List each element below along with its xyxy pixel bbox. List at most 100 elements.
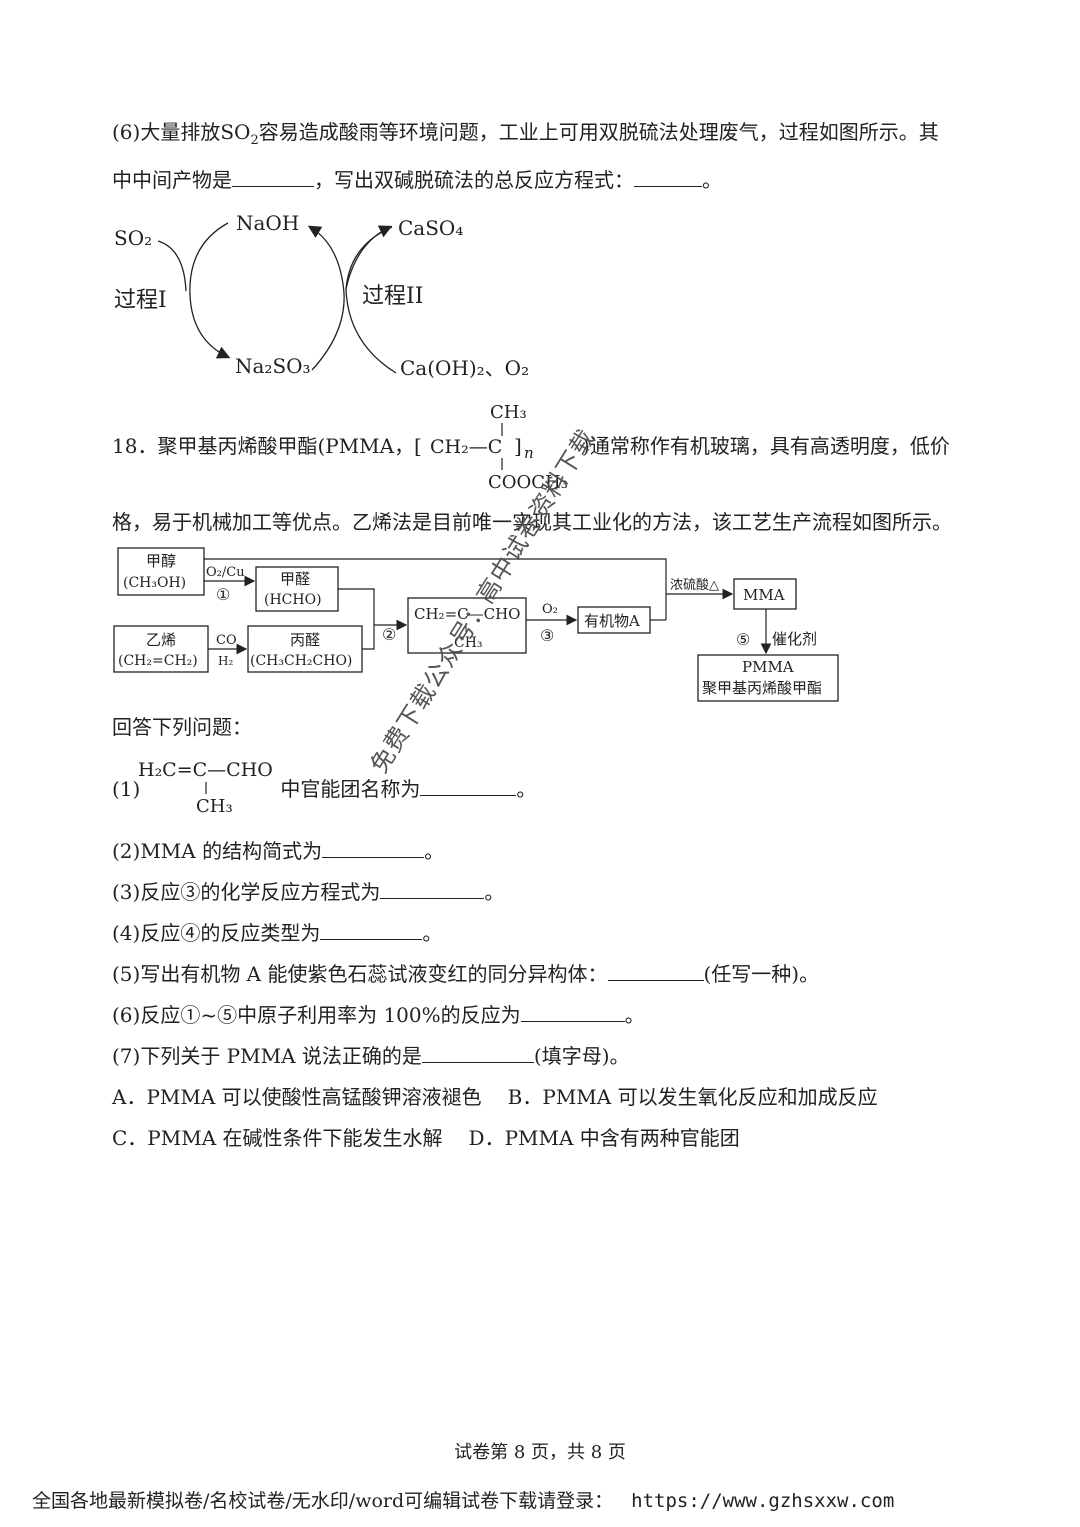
step-3-label: ③ bbox=[540, 626, 554, 645]
svg-text:(HCHO): (HCHO) bbox=[264, 592, 322, 608]
pmma-process-flowchart: 甲醇 (CH₃OH) 甲醛 (HCHO) 乙烯 (CH₂=CH₂) 丙醛 (CH… bbox=[113, 547, 839, 702]
process-2-label: 过程II bbox=[362, 284, 423, 309]
polymer-methyl: CH₃ bbox=[490, 402, 527, 423]
process-1-arc bbox=[189, 222, 231, 359]
subq-2-text: (2)MMA 的结构简式为 bbox=[112, 839, 323, 863]
caso4-label: CaSO₄ bbox=[398, 216, 463, 240]
options-cd: C．PMMA 在碱性条件下能发生水解 D．PMMA 中含有两种官能团 bbox=[112, 1124, 740, 1152]
answer-blank[interactable] bbox=[634, 168, 702, 187]
subq-5: (5)写出有机物 A 能使紫色石蕊试液变红的同分异构体： (任写一种)。 bbox=[112, 960, 819, 988]
svg-text:PMMA: PMMA bbox=[742, 658, 794, 676]
subq-3: (3)反应③的化学反应方程式为。 bbox=[112, 878, 504, 906]
q6-text-pre: (6)大量排放 bbox=[112, 120, 221, 144]
svg-text:丙醛: 丙醛 bbox=[290, 631, 320, 649]
process-1-label: 过程I bbox=[114, 288, 167, 313]
h2-label: H₂ bbox=[218, 654, 233, 668]
catalyst-label: 催化剂 bbox=[772, 630, 817, 648]
mma-box: MMA bbox=[733, 578, 797, 610]
naoh-label: NaOH bbox=[236, 211, 299, 235]
o2-label: O₂ bbox=[542, 602, 558, 617]
svg-text:甲醇: 甲醇 bbox=[146, 552, 176, 570]
formaldehyde-connector bbox=[338, 588, 375, 625]
option-a[interactable]: A．PMMA 可以使酸性高锰酸钾溶液褪色 bbox=[112, 1085, 482, 1109]
svg-text:乙烯: 乙烯 bbox=[146, 631, 176, 649]
pmma-box: PMMA 聚甲基丙烯酸甲酯 bbox=[697, 654, 839, 702]
methacrolein-main: H₂C=C—CHO bbox=[138, 759, 273, 781]
formaldehyde-box: 甲醛 (HCHO) bbox=[255, 566, 339, 612]
bottom-banner-url[interactable]: https://www.gzhsxxw.com bbox=[631, 1490, 895, 1512]
subq-6-end: 。 bbox=[624, 1003, 645, 1027]
svg-text:MMA: MMA bbox=[743, 586, 785, 604]
subq-7: (7)下列关于 PMMA 说法正确的是 (填字母)。 bbox=[112, 1042, 630, 1070]
svg-text:甲醛: 甲醛 bbox=[280, 570, 310, 588]
subq-4-end: 。 bbox=[422, 921, 443, 945]
pmma-polymer-structure: CH₃ [ CH₂—C ] n COOCH₃ bbox=[414, 402, 568, 493]
ethylene-box: 乙烯 (CH₂=CH₂) bbox=[113, 625, 209, 673]
bottom-banner-text: 全国各地最新模拟卷/名校试卷/无水印/word可编辑试卷下载请登录： bbox=[32, 1490, 614, 1512]
double-alkali-cycle-diagram: SO₂ NaOH Na₂SO₃ CaSO₄ Ca(OH)₂、O₂ 过程I 过程I… bbox=[114, 211, 529, 380]
answer-blank[interactable] bbox=[421, 1044, 534, 1063]
so2-formula: SO bbox=[220, 120, 251, 144]
subq-5-end: (任写一种)。 bbox=[703, 962, 820, 986]
h2so4-label: 浓硫酸△ bbox=[670, 578, 719, 593]
page-footer: 试卷第 8 页，共 8 页 bbox=[454, 1442, 626, 1463]
co-label: CO bbox=[216, 633, 237, 648]
polymer-ester: COOCH₃ bbox=[488, 472, 568, 493]
propanal-box: 丙醛 (CH₃CH₂CHO) bbox=[247, 625, 363, 673]
answer-blank[interactable] bbox=[232, 168, 314, 187]
answer-blank[interactable] bbox=[420, 777, 517, 796]
subq-1-num: (1) bbox=[112, 777, 141, 801]
answer-blank[interactable] bbox=[607, 962, 704, 981]
q6-line2-a: 中中间产物是 bbox=[112, 168, 232, 192]
q18-intro-pre: 18．聚甲基丙烯酸甲酯(PMMA， bbox=[112, 434, 415, 458]
polymer-bracket-right: ] bbox=[514, 434, 522, 458]
step-1-label: ① bbox=[216, 585, 230, 604]
q6-line2-c: 。 bbox=[702, 168, 722, 192]
subq-6: (6)反应①~⑤中原子利用率为 100%的反应为 。 bbox=[112, 1001, 645, 1029]
answer-prompt: 回答下列问题： bbox=[112, 715, 252, 739]
subq-2-end: 。 bbox=[424, 839, 445, 863]
svg-text:(CH₃OH): (CH₃OH) bbox=[123, 575, 186, 591]
q18-line-2: 格，易于机械加工等优点。乙烯法是目前唯一实现其工业化的方法，该工艺生产流程如图所… bbox=[112, 510, 952, 534]
so2-subscript: 2 bbox=[250, 133, 259, 148]
subq-7-end: (填字母)。 bbox=[533, 1044, 630, 1068]
methacrolein-structure: H₂C=C—CHO CH₃ bbox=[138, 759, 273, 817]
svg-text:有机物A: 有机物A bbox=[584, 612, 640, 630]
svg-text:CH₃: CH₃ bbox=[454, 635, 483, 651]
o2cu-label: O₂/Cu bbox=[206, 565, 245, 580]
subq-7-text: (7)下列关于 PMMA 说法正确的是 bbox=[112, 1044, 422, 1068]
option-c[interactable]: C．PMMA 在碱性条件下能发生水解 bbox=[112, 1126, 443, 1150]
answer-blank[interactable] bbox=[320, 921, 423, 940]
q6-line-1: (6)大量排放SO2容易造成酸雨等环境问题，工业上可用双脱硫法处理废气，过程如图… bbox=[112, 118, 939, 155]
methanol-to-mma-line bbox=[204, 558, 734, 600]
subq-3-end: 。 bbox=[484, 880, 505, 904]
subq-1-end: 。 bbox=[516, 777, 537, 801]
answer-blank[interactable] bbox=[520, 1003, 625, 1022]
q6-text-post: 容易造成酸雨等环境问题，工业上可用双脱硫法处理废气，过程如图所示。其 bbox=[258, 120, 939, 144]
option-d[interactable]: D．PMMA 中含有两种官能团 bbox=[468, 1126, 740, 1150]
so2-label: SO₂ bbox=[114, 226, 152, 250]
q6-line-2: 中中间产物是，写出双碱脱硫法的总反应方程式：。 bbox=[112, 166, 722, 194]
subq-1-text: 中官能团名称为 bbox=[280, 777, 421, 801]
option-b[interactable]: B．PMMA 可以发生氧化反应和加成反应 bbox=[507, 1085, 878, 1109]
subq-4-text: (4)反应④的反应类型为 bbox=[112, 921, 321, 945]
options-ab: A．PMMA 可以使酸性高锰酸钾溶液褪色 B．PMMA 可以发生氧化反应和加成反应 bbox=[112, 1083, 878, 1111]
answer-blank[interactable] bbox=[322, 839, 425, 858]
step-2-label: ② bbox=[382, 625, 396, 644]
subq-5-text: (5)写出有机物 A 能使紫色石蕊试液变红的同分异构体： bbox=[112, 962, 608, 986]
organic-a-box: 有机物A bbox=[577, 606, 651, 634]
step-5-label: ⑤ bbox=[736, 630, 750, 649]
so2-in-arrow bbox=[157, 240, 187, 292]
subq-6-text: (6)反应①~⑤中原子利用率为 100%的反应为 bbox=[112, 1003, 521, 1027]
caoh2-o2-label: Ca(OH)₂、O₂ bbox=[400, 356, 529, 380]
answer-blank[interactable] bbox=[380, 880, 485, 899]
svg-text:聚甲基丙烯酸甲酯: 聚甲基丙烯酸甲酯 bbox=[702, 679, 822, 697]
subq-1: (1) 中官能团名称为 。 bbox=[112, 775, 536, 803]
na2so3-label: Na₂SO₃ bbox=[235, 354, 311, 378]
caso4-out-arrow bbox=[345, 225, 393, 290]
polymer-n: n bbox=[524, 444, 534, 462]
methanol-box: 甲醇 (CH₃OH) bbox=[117, 547, 205, 596]
polymer-bracket-left: [ bbox=[414, 434, 422, 458]
methacrolein-methyl: CH₃ bbox=[196, 796, 233, 817]
polymer-main-chain: CH₂—C bbox=[430, 436, 502, 458]
